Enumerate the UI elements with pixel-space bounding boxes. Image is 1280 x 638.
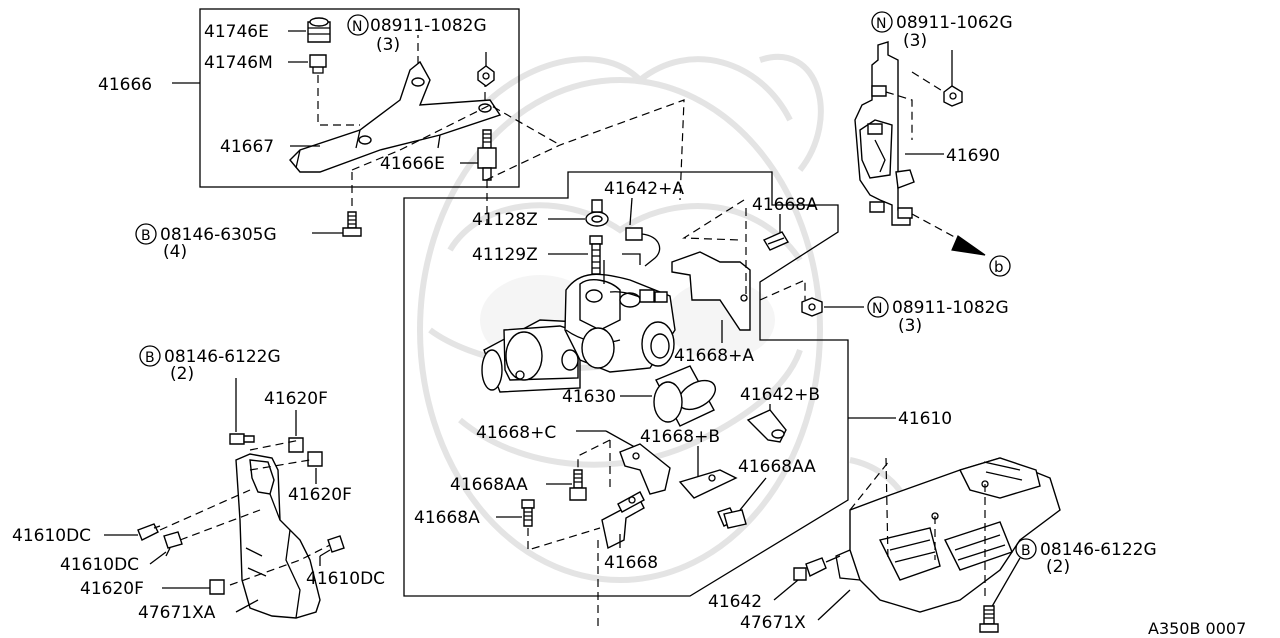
label-41668plusA: 41668+A <box>674 346 754 366</box>
label-41746M: 41746M <box>204 53 273 73</box>
grommet-41746M <box>309 54 327 74</box>
label-41668AA-left: 41668AA <box>450 475 528 495</box>
bolt-41668A-top <box>762 231 790 251</box>
label-41668A-top: 41668A <box>752 195 818 215</box>
label-41668: 41668 <box>604 553 658 573</box>
bolt-41668AA-left <box>569 469 587 501</box>
bracket-41668plusA <box>671 251 751 331</box>
label-41610DC-left: 41610DC <box>12 526 91 546</box>
bolt-icon-08146-6305G <box>342 211 362 237</box>
label-41666E: 41666E <box>380 154 445 174</box>
label-41668C: 41668+C <box>476 423 556 443</box>
group-outline-41610 <box>403 171 849 597</box>
abs-actuator-body <box>481 253 676 393</box>
label-41667: 41667 <box>220 137 274 157</box>
bolt-mark-b-top: B <box>135 223 157 245</box>
screw-41610DC-mid <box>163 531 183 557</box>
bolt-41668AA-right <box>717 507 747 529</box>
bolt-icon-bottom-right <box>979 605 999 633</box>
label-41746E: 41746E <box>204 22 269 42</box>
nut-icon-mid <box>801 297 823 317</box>
ref-arrow-b: b <box>989 255 1011 277</box>
label-nut-08911-1082G-top: 08911-1082G <box>370 16 487 36</box>
label-bolt-08146-6122G-right: 08146-6122G <box>1040 540 1157 560</box>
label-41668A-low: 41668A <box>414 508 480 528</box>
nut-mark-n-right-top: N <box>871 11 893 33</box>
bolt-41668A-low <box>521 499 535 527</box>
screw-41610DC-right <box>319 535 345 557</box>
label-41129Z: 41129Z <box>472 245 538 265</box>
svg-text:N: N <box>352 19 362 35</box>
svg-text:b: b <box>994 258 1004 276</box>
group-box-41666 <box>199 8 520 188</box>
label-41630: 41630 <box>562 387 616 407</box>
label-41620F-mid: 41620F <box>288 485 352 505</box>
label-41620F-low: 41620F <box>80 579 144 599</box>
label-41610: 41610 <box>898 409 952 429</box>
svg-text:B: B <box>141 228 151 244</box>
svg-text:N: N <box>876 16 886 32</box>
pump-motor-41630 <box>653 365 717 427</box>
svg-text:B: B <box>145 350 155 366</box>
svg-text:B: B <box>1021 543 1031 559</box>
clip-41620F-top <box>288 437 304 453</box>
label-41642: 41642 <box>708 592 762 612</box>
label-nut-08911-1062G: 08911-1062G <box>896 13 1013 33</box>
clip-41620F-low <box>209 579 225 595</box>
rubber-cap-41746E <box>307 17 331 43</box>
label-41668B: 41668+B <box>640 427 720 447</box>
clip-41642B <box>746 409 787 443</box>
label-41128Z: 41128Z <box>472 210 538 230</box>
bracket-41690 <box>854 41 915 226</box>
screw-41610DC-left <box>137 523 161 541</box>
clip-41642 <box>793 555 841 581</box>
label-41620F-top: 41620F <box>264 389 328 409</box>
mud-guard-47671XA <box>235 453 321 619</box>
label-47671X: 47671X <box>740 613 806 633</box>
label-nut-qty-top: (3) <box>376 35 400 55</box>
bolt-icons-41690 <box>867 85 913 219</box>
label-bolt-08146-6122G-left: 08146-6122G <box>164 347 281 367</box>
bolt-icon-left <box>229 433 255 445</box>
bolt-mark-b-left: B <box>139 345 161 367</box>
diagram-id: A350B 0007 <box>1148 619 1246 638</box>
nut-icon-right <box>943 85 963 107</box>
label-nut-qty-mid: (3) <box>898 316 922 336</box>
label-bolt-qty-top: (4) <box>163 242 187 262</box>
label-bolt-08146-6305G: 08146-6305G <box>160 225 277 245</box>
label-bolt-qty-right: (2) <box>1046 557 1070 577</box>
svg-text:N: N <box>872 301 882 317</box>
connector-41642A <box>625 227 661 267</box>
fitting-41129Z <box>589 235 603 275</box>
nut-mark-n-mid: N <box>867 296 889 318</box>
label-nut-08911-1082G-mid: 08911-1082G <box>892 298 1009 318</box>
bolt-mark-b-right: B <box>1015 538 1037 560</box>
bracket-41668 <box>601 491 645 550</box>
label-41690: 41690 <box>946 146 1000 166</box>
label-47671XA: 47671XA <box>138 603 216 623</box>
label-bolt-qty-left: (2) <box>170 364 194 384</box>
splash-shield-47671X <box>835 457 1061 613</box>
label-41666: 41666 <box>98 75 152 95</box>
bracket-41668B <box>678 469 738 499</box>
clip-41620F-mid <box>307 451 323 467</box>
label-41610DC-right: 41610DC <box>306 569 385 589</box>
label-41668AA-right: 41668AA <box>738 457 816 477</box>
bracket-41668C <box>619 443 671 495</box>
mount-stud-41666E <box>477 129 497 181</box>
label-41642B: 41642+B <box>740 385 820 405</box>
label-41642A: 41642+A <box>604 179 684 199</box>
nut-icon-top <box>477 65 495 87</box>
label-41610DC-mid: 41610DC <box>60 555 139 575</box>
nut-mark-n-top: N <box>347 14 369 36</box>
label-nut-qty-right-top: (3) <box>903 31 927 51</box>
oring-41128Z <box>585 199 609 227</box>
